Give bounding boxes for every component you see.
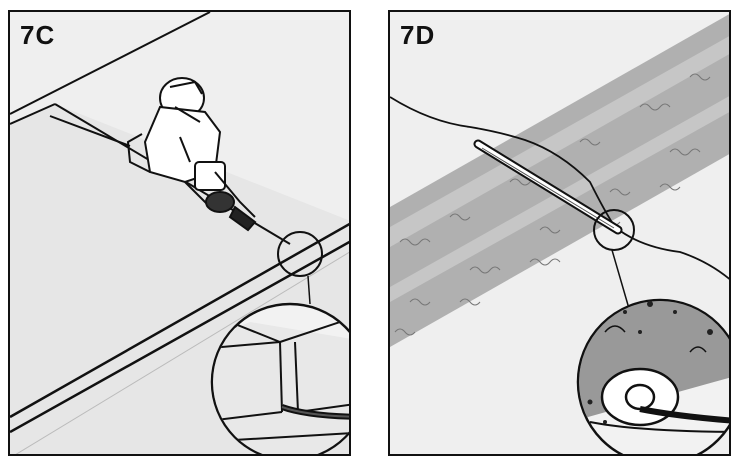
slab-front-edge xyxy=(10,222,349,419)
panel-label-7d: 7D xyxy=(400,20,436,50)
crack-line xyxy=(390,96,729,280)
rod-tool xyxy=(473,139,623,235)
detail-marker-circle xyxy=(277,231,323,277)
illustration-7d xyxy=(390,12,729,454)
gravel-texture xyxy=(394,73,711,336)
detail-marker-circle-d xyxy=(593,209,635,251)
worker-figure xyxy=(126,77,257,232)
wall-edge-line xyxy=(10,12,211,115)
panel-7d: 7D xyxy=(388,10,731,456)
illustration-7c xyxy=(10,12,349,454)
panel-7c: 7C xyxy=(8,10,351,456)
slab-bottom-edge xyxy=(10,240,349,434)
saw-cut-line xyxy=(49,115,131,147)
detail-callout xyxy=(210,302,349,454)
panel-label-7c: 7C xyxy=(20,20,56,50)
